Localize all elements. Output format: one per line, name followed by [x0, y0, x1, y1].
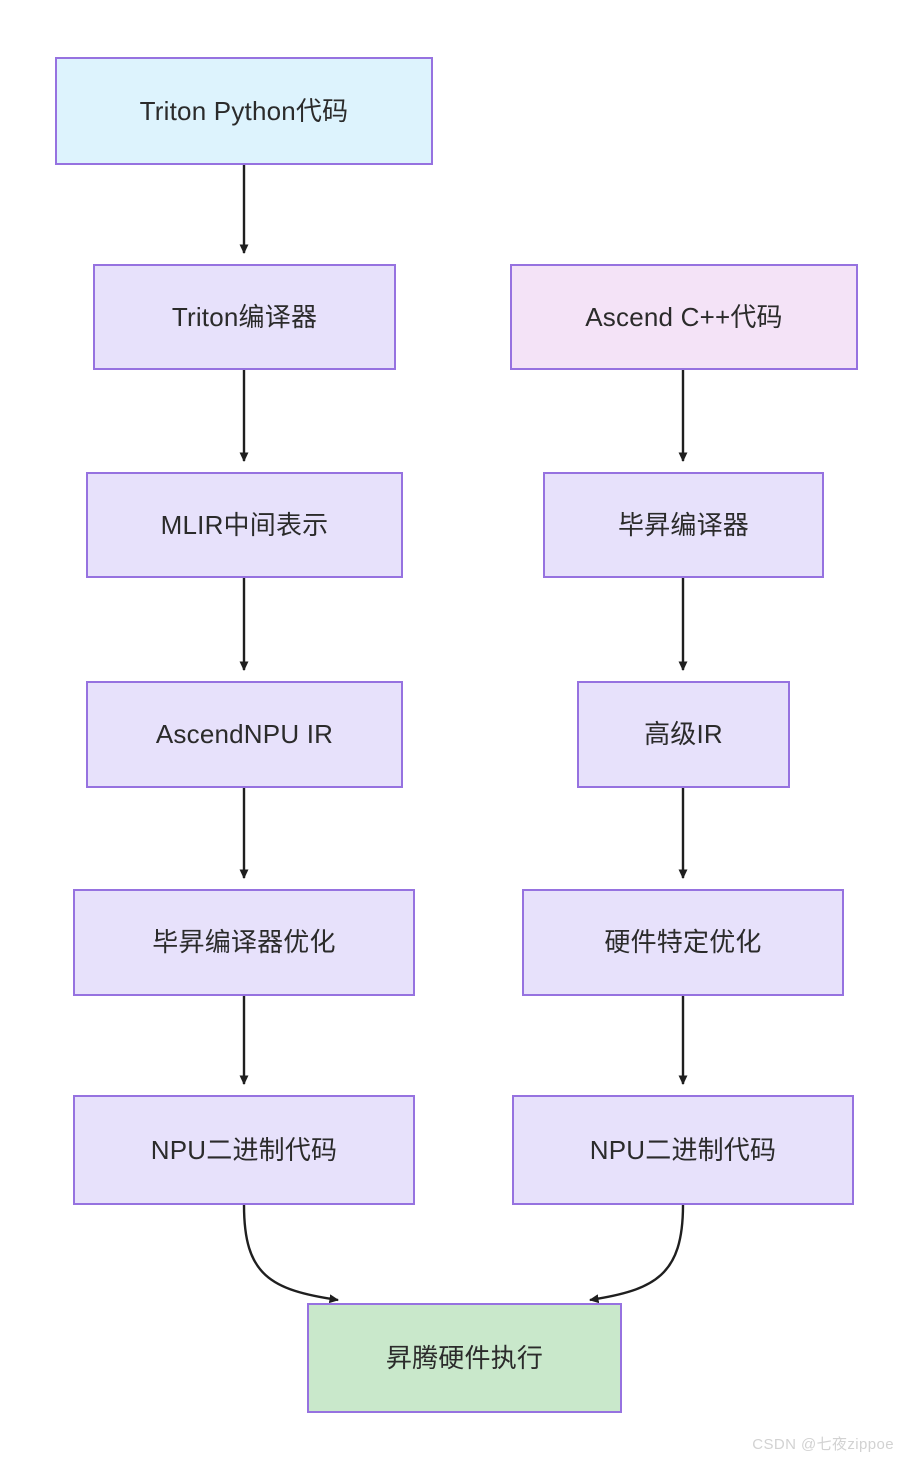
- node-label: NPU二进制代码: [589, 1134, 777, 1165]
- node-label: MLIR中间表示: [160, 509, 329, 540]
- node-hardware-specific-optimization[interactable]: 硬件特定优化: [522, 889, 844, 996]
- node-npu-binary-code-right[interactable]: NPU二进制代码: [512, 1095, 854, 1205]
- node-label: NPU二进制代码: [150, 1134, 338, 1165]
- node-ascendnpu-ir[interactable]: AscendNPU IR: [86, 681, 403, 788]
- watermark-text: CSDN @七夜zippoe: [752, 1436, 894, 1453]
- node-mlir-intermediate-representation[interactable]: MLIR中间表示: [86, 472, 403, 578]
- node-label: Triton Python代码: [139, 95, 349, 126]
- edge-npu-binary-left-to-ascend-hw-exec: [242, 1204, 339, 1304]
- node-label: 昇腾硬件执行: [385, 1342, 544, 1373]
- node-label: Triton编译器: [171, 301, 318, 332]
- node-ascend-hardware-execution[interactable]: 昇腾硬件执行: [307, 1303, 622, 1413]
- node-high-level-ir[interactable]: 高级IR: [577, 681, 790, 788]
- node-label: 毕昇编译器: [617, 509, 749, 540]
- node-ascend-cpp-code[interactable]: Ascend C++代码: [510, 264, 858, 370]
- node-label: 毕昇编译器优化: [152, 927, 336, 958]
- node-label: Ascend C++代码: [585, 301, 783, 332]
- node-triton-compiler[interactable]: Triton编译器: [93, 264, 396, 370]
- node-label: 硬件特定优化: [604, 927, 762, 958]
- node-bisheng-compiler[interactable]: 毕昇编译器: [543, 472, 824, 578]
- node-bisheng-compiler-optimization[interactable]: 毕昇编译器优化: [73, 889, 415, 996]
- node-label: AscendNPU IR: [155, 719, 334, 750]
- node-label: 高级IR: [644, 719, 723, 750]
- edge-npu-binary-right-to-ascend-hw-exec: [589, 1204, 685, 1304]
- node-npu-binary-code-left[interactable]: NPU二进制代码: [73, 1095, 415, 1205]
- node-triton-python-code[interactable]: Triton Python代码: [55, 57, 433, 165]
